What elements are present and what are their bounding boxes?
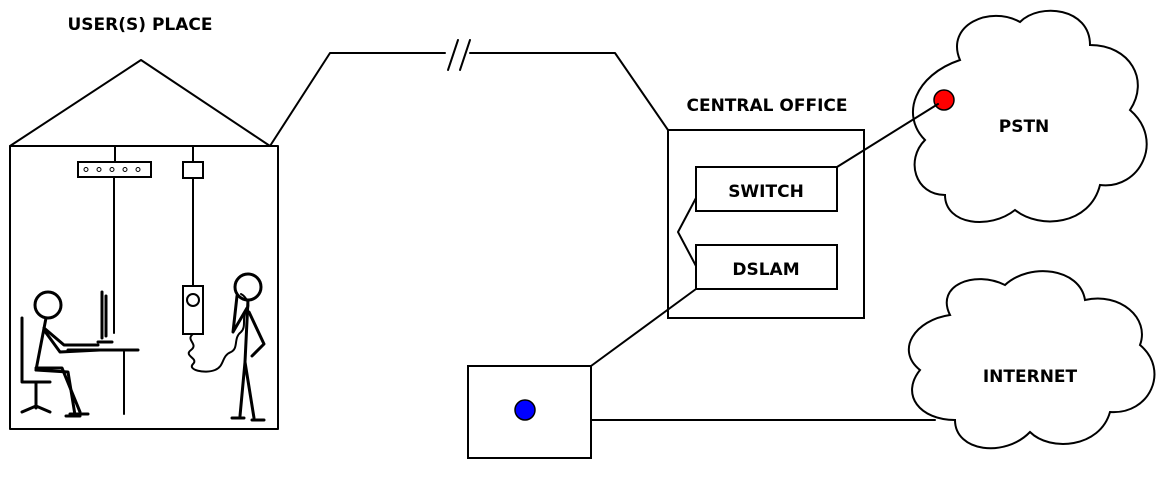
- switch-box: [695, 166, 838, 212]
- house-wiring: [77, 145, 204, 334]
- line-break-mark: [447, 39, 459, 71]
- internet-cloud: [907, 270, 1156, 450]
- phone-jack: [182, 161, 204, 179]
- person-head: [33, 290, 63, 320]
- pstn-cloud: [911, 9, 1148, 223]
- pstn-label: PSTN: [999, 117, 1050, 137]
- internet-label: INTERNET: [983, 367, 1078, 387]
- local-loop-line: [469, 52, 669, 131]
- co-internal-link: [677, 197, 697, 267]
- user-place-label: USER(S) PLACE: [68, 15, 213, 35]
- telephone: [182, 285, 250, 373]
- local-loop-line: [269, 52, 446, 147]
- house-roof: [9, 59, 271, 147]
- switch-label: SWITCH: [728, 182, 804, 202]
- house: [9, 59, 279, 430]
- person-on-phone: [230, 272, 266, 422]
- person-head: [233, 272, 263, 302]
- central-office-label: CENTRAL OFFICE: [686, 96, 847, 116]
- dslam-label: DSLAM: [732, 260, 799, 280]
- dslam-to-isp-line: [590, 288, 697, 367]
- switch-to-pstn-line: [836, 103, 939, 168]
- isp-connection-dot: [514, 399, 536, 421]
- house-walls: [9, 145, 279, 430]
- pstn-connection-dot: [933, 89, 955, 111]
- line-break-mark: [459, 39, 471, 71]
- chair: [20, 316, 52, 384]
- person-at-computer: [20, 290, 140, 418]
